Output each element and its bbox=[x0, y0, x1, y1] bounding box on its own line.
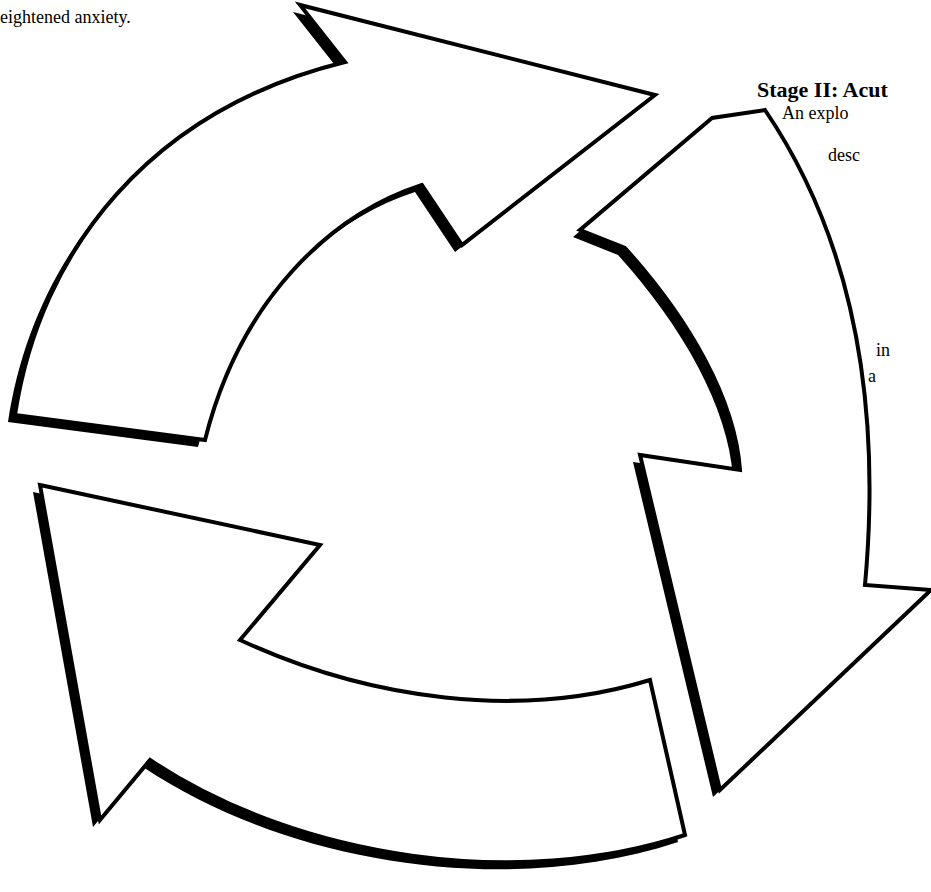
text-fragment: a bbox=[868, 367, 876, 387]
text-fragment: desc bbox=[828, 146, 860, 166]
text-fragment: An explo bbox=[782, 104, 849, 124]
text-fragment: in bbox=[876, 341, 890, 361]
stage-heading: Stage II: Acut bbox=[757, 78, 888, 102]
text-fragment: eightened anxiety. bbox=[0, 8, 131, 28]
arrow-shapes bbox=[15, 5, 931, 862]
